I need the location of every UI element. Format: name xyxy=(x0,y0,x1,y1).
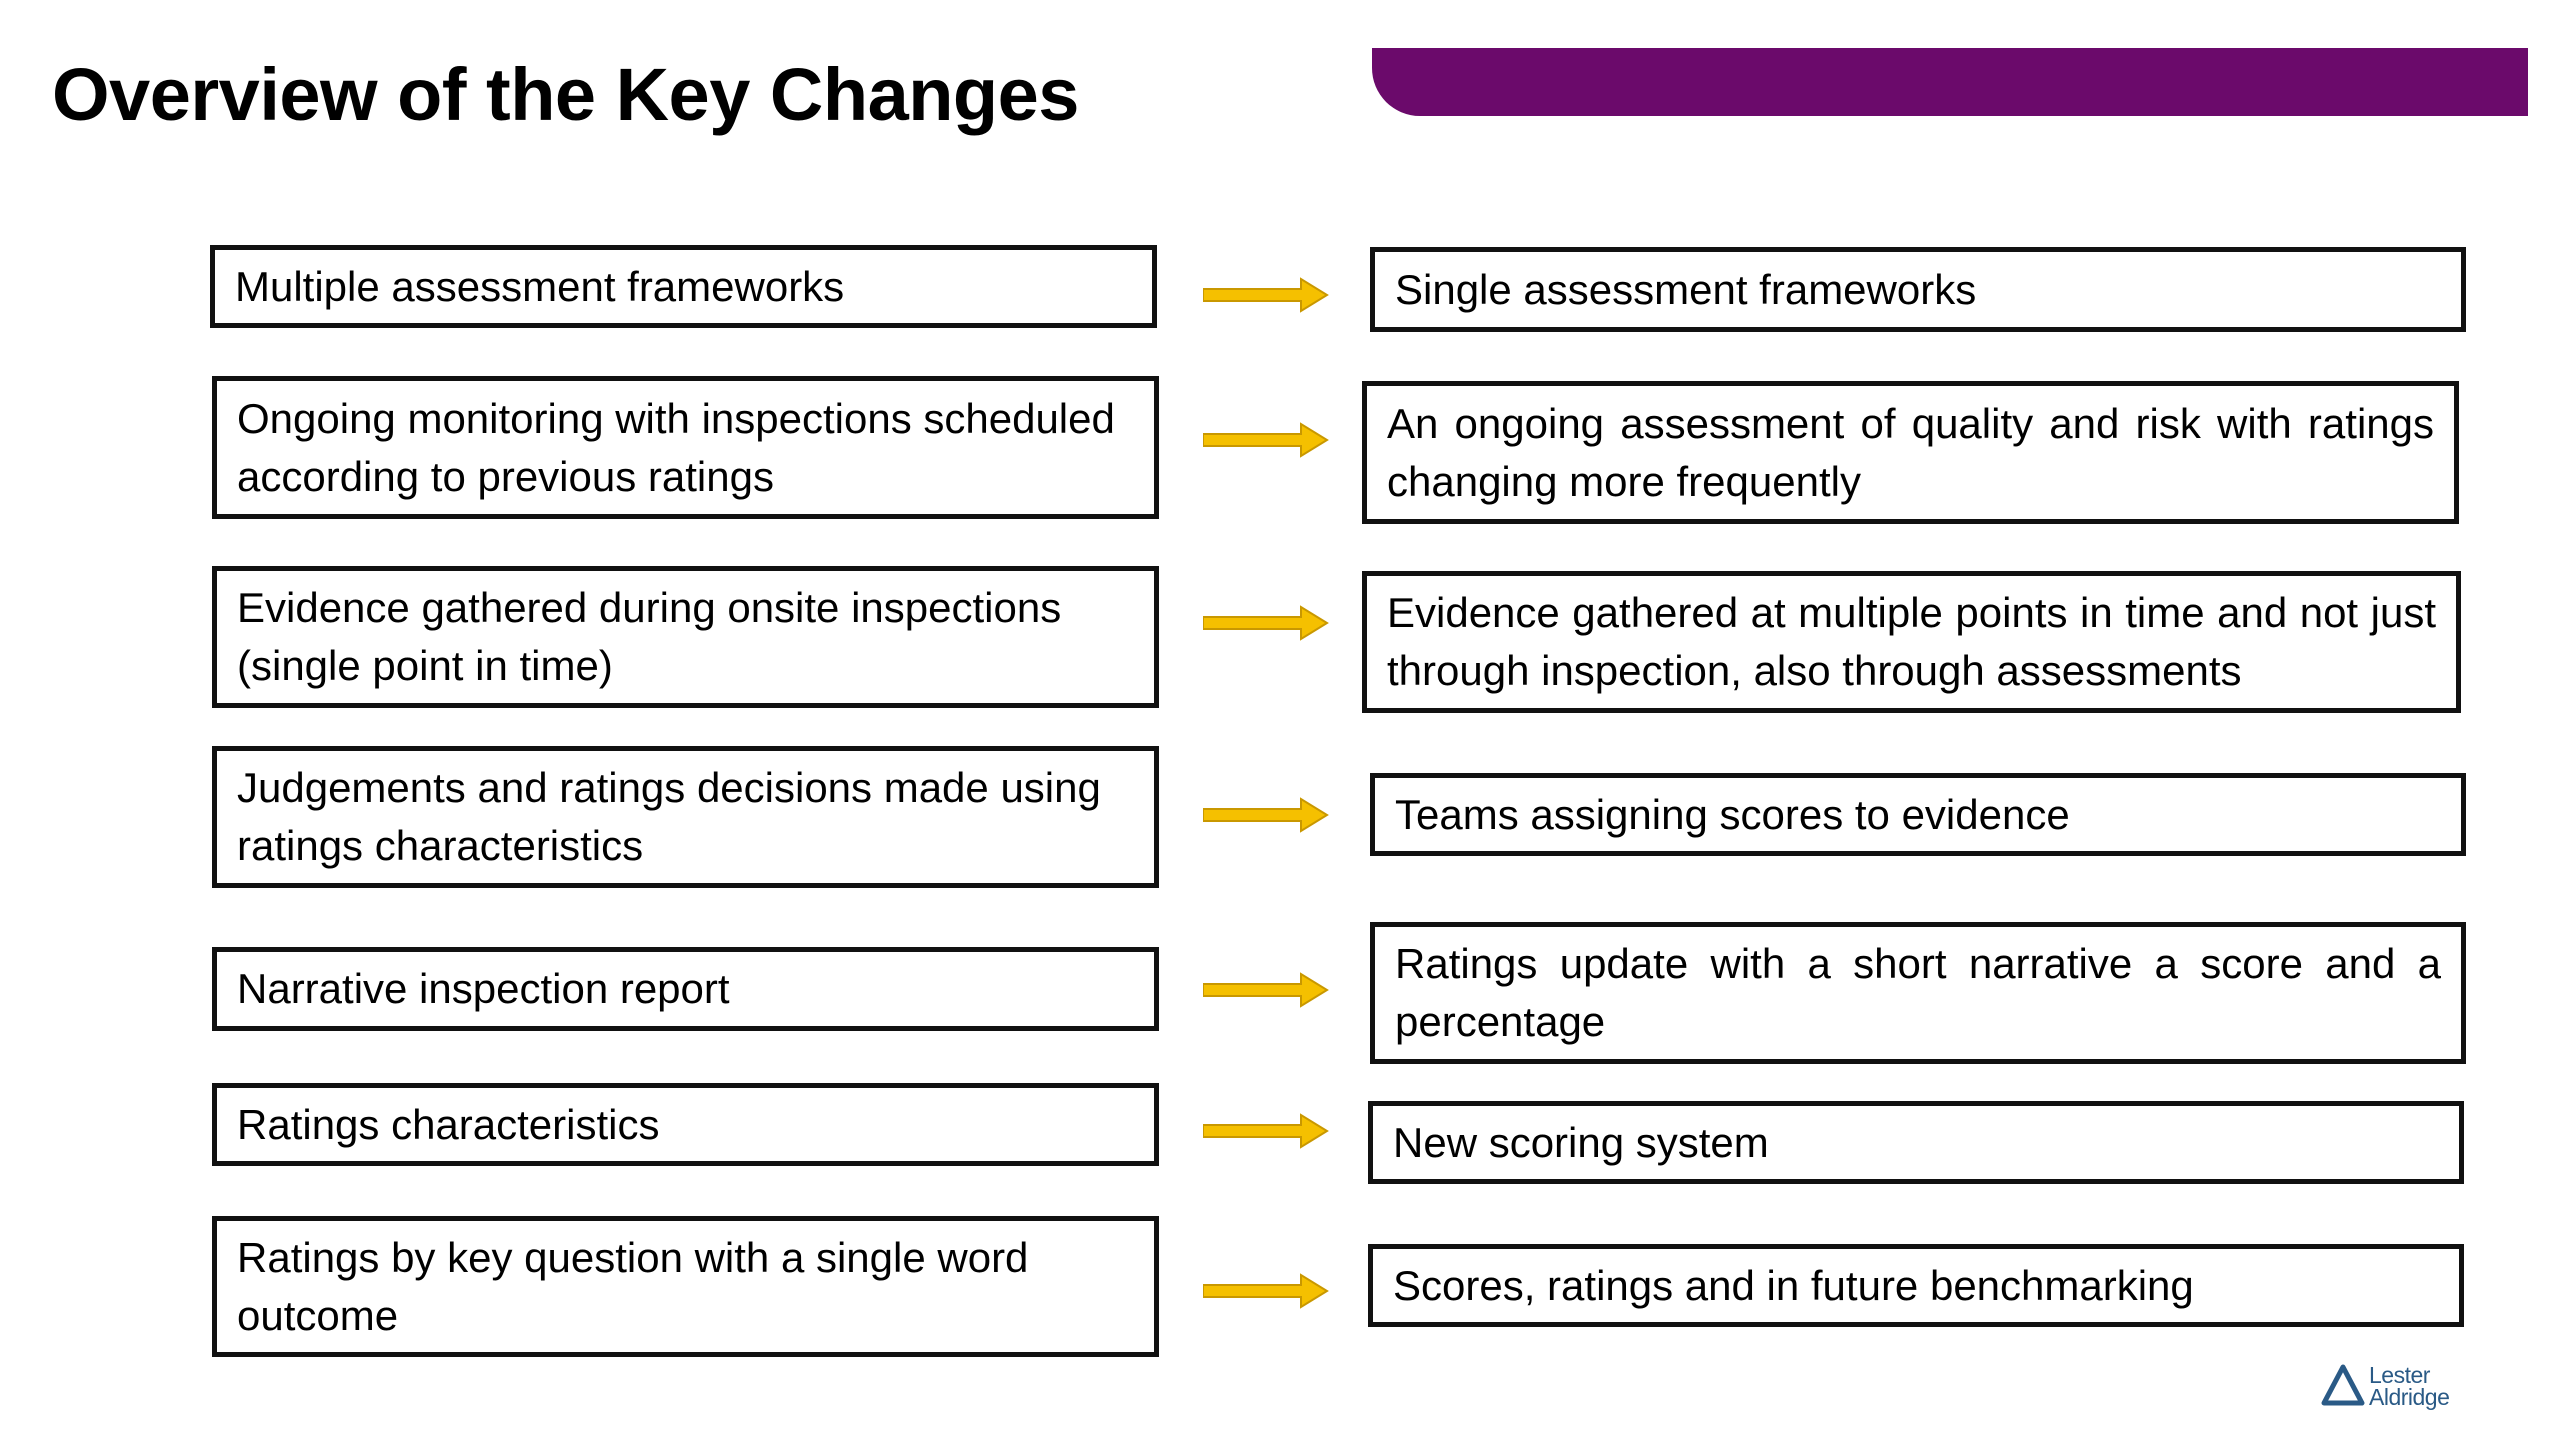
new-item-text: Ratings update with a short narrative a … xyxy=(1395,940,2441,1045)
old-item-text: Narrative inspection report xyxy=(237,965,730,1012)
accent-bar xyxy=(1372,48,2528,116)
triangle-logo-icon xyxy=(2321,1364,2365,1406)
old-item-text: Multiple assessment frameworks xyxy=(235,262,845,310)
new-item-2: An ongoing assessment of quality and ris… xyxy=(1362,381,2459,524)
new-item-text: Scores, ratings and in future benchmarki… xyxy=(1393,1261,2194,1309)
new-item-text: An ongoing assessment of quality and ris… xyxy=(1387,399,2434,505)
right-arrow-icon xyxy=(1203,422,1329,458)
right-arrow-icon xyxy=(1203,972,1329,1008)
right-arrow-icon xyxy=(1203,605,1329,641)
old-item-text: Ongoing monitoring with inspections sche… xyxy=(237,394,1115,500)
new-item-text: Single assessment frameworks xyxy=(1395,265,1977,313)
logo-text: Lester Aldridge xyxy=(2369,1362,2450,1410)
new-item-text: Teams assigning scores to evidence xyxy=(1395,790,2070,838)
right-arrow-icon xyxy=(1203,1273,1329,1309)
new-item-3: Evidence gathered at multiple points in … xyxy=(1362,571,2461,713)
old-item-2: Ongoing monitoring with inspections sche… xyxy=(212,376,1159,519)
old-item-6: Ratings characteristics xyxy=(212,1083,1159,1166)
new-item-7: Scores, ratings and in future benchmarki… xyxy=(1368,1244,2464,1327)
old-item-text: Judgements and ratings decisions made us… xyxy=(237,764,1101,869)
logo-line2: Aldridge xyxy=(2369,1384,2450,1410)
old-item-7: Ratings by key question with a single wo… xyxy=(212,1216,1159,1357)
new-item-1: Single assessment frameworks xyxy=(1370,247,2466,332)
company-logo: Lester Aldridge xyxy=(2320,1356,2480,1416)
logo-line1: Lester xyxy=(2369,1362,2430,1388)
slide-title: Overview of the Key Changes xyxy=(52,53,1079,136)
old-item-1: Multiple assessment frameworks xyxy=(210,245,1157,328)
right-arrow-icon xyxy=(1203,797,1329,833)
old-item-text: Evidence gathered during onsite inspecti… xyxy=(237,584,1062,689)
old-item-4: Judgements and ratings decisions made us… xyxy=(212,746,1159,888)
new-item-4: Teams assigning scores to evidence xyxy=(1370,773,2466,856)
old-item-3: Evidence gathered during onsite inspecti… xyxy=(212,566,1159,708)
new-item-text: New scoring system xyxy=(1393,1118,1769,1166)
old-item-text: Ratings characteristics xyxy=(237,1100,660,1148)
new-item-5: Ratings update with a short narrative a … xyxy=(1370,922,2466,1064)
new-item-6: New scoring system xyxy=(1368,1101,2464,1184)
right-arrow-icon xyxy=(1203,1113,1329,1149)
right-arrow-icon xyxy=(1203,277,1329,313)
old-item-5: Narrative inspection report xyxy=(212,947,1159,1031)
new-item-text: Evidence gathered at multiple points in … xyxy=(1387,589,2436,694)
old-item-text: Ratings by key question with a single wo… xyxy=(237,1233,1029,1339)
